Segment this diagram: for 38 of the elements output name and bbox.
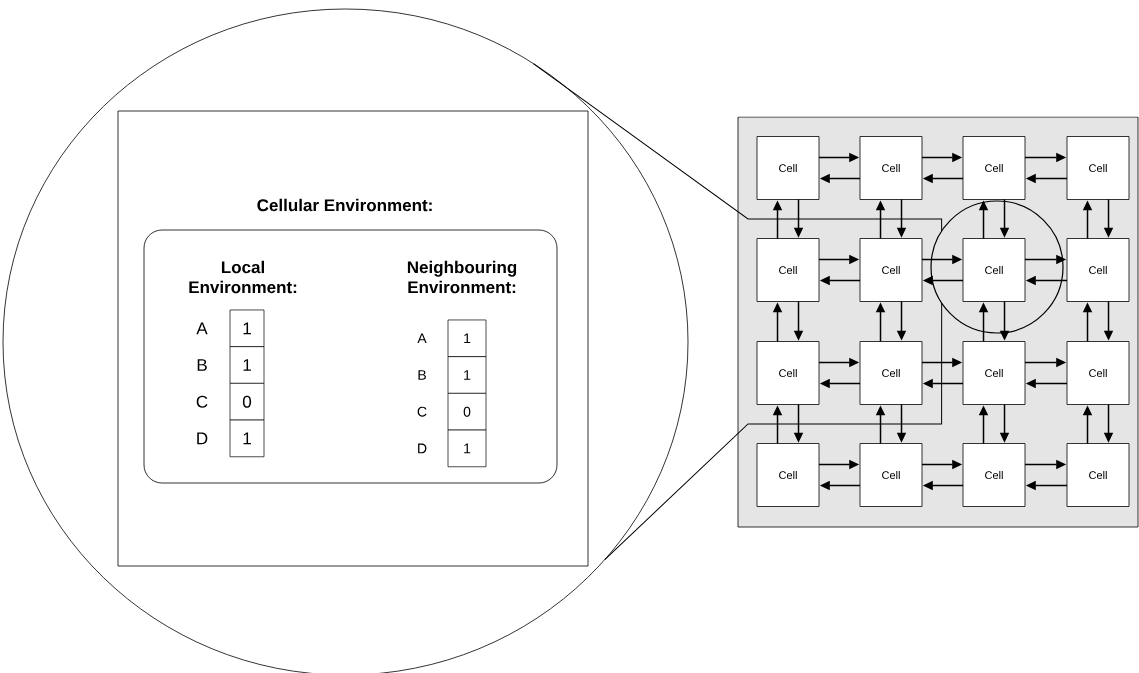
cell-box: Cell [859, 443, 923, 507]
row-letter: B [418, 370, 426, 380]
cell-box: Cell [859, 341, 923, 405]
cell-box: Cell [756, 443, 820, 507]
cell-box: Cell [1066, 136, 1130, 200]
cell-box: Cell [962, 238, 1026, 302]
value-cell: 1 [229, 346, 265, 384]
cell-box: Cell [1066, 341, 1130, 405]
row-letter: B [197, 359, 207, 371]
zoom-line [604, 302, 943, 561]
magnifier-circle [930, 200, 1064, 334]
row-letter: C [196, 395, 208, 408]
row-letter: D [197, 432, 208, 445]
value-cell: 1 [447, 356, 487, 394]
zoom-line [532, 63, 943, 232]
cell-box: Cell [962, 136, 1026, 200]
cell-box: Cell [756, 238, 820, 302]
value-cell: 1 [229, 419, 265, 458]
value-cell: 1 [447, 319, 487, 357]
cell-box: Cell [756, 341, 820, 405]
row-letter: D [418, 443, 427, 454]
cell-box: Cell [1066, 443, 1130, 507]
cell-box: Cell [859, 238, 923, 302]
cell-box: Cell [756, 136, 820, 200]
cell-box: Cell [962, 341, 1026, 405]
column-heading: Neighbouring Environment: [407, 260, 517, 294]
cell-box: Cell [962, 443, 1026, 507]
row-letter: A [196, 322, 208, 335]
column-heading: Local Environment: [189, 260, 297, 294]
value-cell: 1 [229, 309, 265, 347]
cell-box: Cell [859, 136, 923, 200]
value-cell: 0 [229, 383, 265, 421]
row-letter: C [417, 406, 427, 417]
cell-box: Cell [1066, 238, 1130, 302]
value-cell: 1 [447, 429, 487, 468]
value-cell: 0 [447, 393, 487, 431]
row-letter: A [417, 333, 427, 344]
heading: Cellular Environment: [257, 198, 432, 212]
